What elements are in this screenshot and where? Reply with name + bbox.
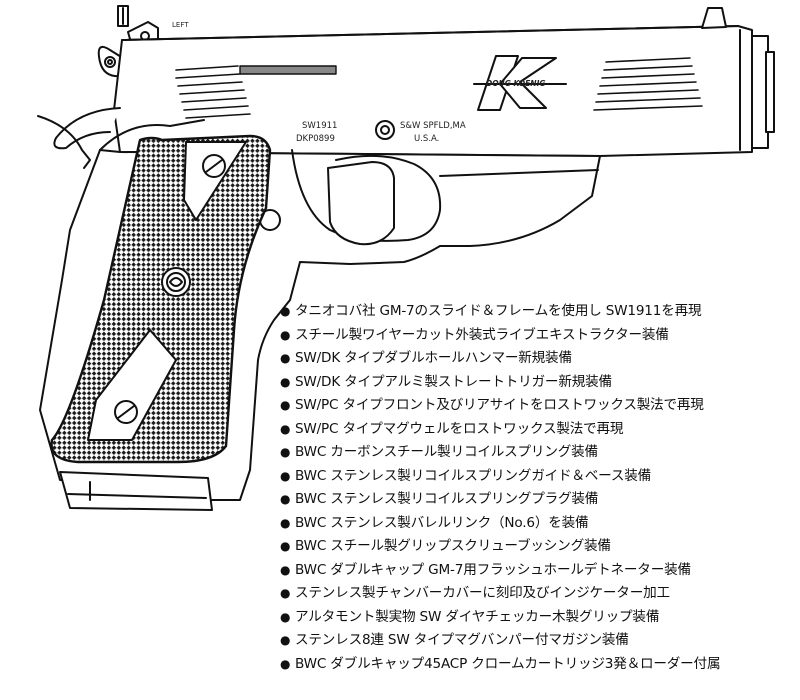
feature-item: ● タニオコバ社 GM-7のスライド＆フレームを使用し SW1911を再現 xyxy=(280,300,795,324)
bullet-icon: ● xyxy=(280,398,291,412)
slide-screw xyxy=(375,120,395,140)
feature-item: ● BWC カーボンスチール製リコイルスプリング装備 xyxy=(280,441,795,465)
feature-item: ● BWC ステンレス製バレルリンク（No.6）を装備 xyxy=(280,512,795,536)
feature-text: BWC スチール製グリップスクリューブッシング装備 xyxy=(295,538,611,554)
feature-text: アルタモント製実物 SW ダイヤチェッカー木製グリップ装備 xyxy=(295,608,660,625)
feature-text: BWC ステンレス製リコイルスプリングガイド＆ベース装備 xyxy=(295,467,652,484)
feature-text: BWC ダブルキャップ GM-7用フラッシュホールデトネーター装備 xyxy=(295,561,691,578)
feature-item: ● BWC ダブルキャップ GM-7用フラッシュホールデトネーター装備 xyxy=(280,559,795,583)
feature-text: スチール製ワイヤーカット外装式ライブエキストラクター装備 xyxy=(295,326,669,343)
safety-marking: LEFT xyxy=(172,21,189,29)
feature-item: ● SW/PC タイプフロント及びリアサイトをロストワックス製法で再現 xyxy=(280,394,795,418)
slide xyxy=(113,7,775,157)
feature-item: ● BWC ステンレス製リコイルスプリングプラグ装備 xyxy=(280,488,795,512)
bullet-icon: ● xyxy=(280,586,291,600)
feature-item: ● SW/DK タイプダブルホールハンマー新規装備 xyxy=(280,347,795,371)
feature-text: SW/PC タイプフロント及びリアサイトをロストワックス製法で再現 xyxy=(295,397,704,413)
magazine-base xyxy=(59,471,213,511)
feature-item: ● スチール製ワイヤーカット外装式ライブエキストラクター装備 xyxy=(280,324,795,348)
bullet-icon: ● xyxy=(280,562,291,577)
grip-safety xyxy=(53,107,121,150)
feature-text: ステンレス製チャンバーカバーに刻印及びインジケーター加工 xyxy=(295,585,670,601)
bullet-icon: ● xyxy=(280,327,291,342)
feature-item: ● ステンレス8連 SW タイプマグバンパー付マガジン装備 xyxy=(280,629,795,653)
grip-screw-top xyxy=(202,154,226,178)
feature-item: ● BWC スチール製グリップスクリューブッシング装備 xyxy=(280,535,795,559)
bullet-icon: ● xyxy=(280,468,291,483)
bullet-icon: ● xyxy=(280,633,291,647)
grip-medallion xyxy=(161,267,191,297)
grip-panel xyxy=(50,134,272,464)
maker-line2: U.S.A. xyxy=(414,134,439,144)
feature-list: ● タニオコバ社 GM-7のスライド＆フレームを使用し SW1911を再現 ● スチー… xyxy=(280,300,795,676)
trigger xyxy=(327,161,395,246)
slide-logo xyxy=(473,55,567,111)
serial-line1: SW1911 xyxy=(302,121,337,131)
feature-text: BWC ダブルキャップ45ACP クロームカートリッジ3発＆ローダー付属 xyxy=(295,655,721,672)
feature-item: ● SW/PC タイプマグウェルをロストワックス製法で再現 xyxy=(280,418,795,442)
feature-item: ● アルタモント製実物 SW ダイヤチェッカー木製グリップ装備 xyxy=(280,606,795,630)
feature-text: SW/DK タイプアルミ製ストレートトリガー新規装備 xyxy=(295,373,612,390)
bullet-icon: ● xyxy=(280,515,291,530)
feature-item: ● BWC ステンレス製リコイルスプリングガイド＆ベース装備 xyxy=(280,465,795,489)
grip-screw-bottom xyxy=(114,400,138,424)
front-serrations xyxy=(593,57,703,111)
bullet-icon: ● xyxy=(280,421,291,436)
feature-text: SW/PC タイプマグウェルをロストワックス製法で再現 xyxy=(295,420,624,437)
feature-text: ステンレス8連 SW タイプマグバンパー付マガジン装備 xyxy=(295,632,629,648)
feature-item: ● BWC ダブルキャップ45ACP クロームカートリッジ3発＆ローダー付属 xyxy=(280,653,795,677)
feature-text: BWC カーボンスチール製リコイルスプリング装備 xyxy=(295,444,598,460)
bullet-icon: ● xyxy=(280,445,291,459)
feature-text: タニオコバ社 GM-7のスライド＆フレームを使用し SW1911を再現 xyxy=(295,303,702,319)
slide-logo-text: DOUG KOENIG xyxy=(486,79,546,88)
bullet-icon: ● xyxy=(280,609,291,624)
feature-item: ● SW/DK タイプアルミ製ストレートトリガー新規装備 xyxy=(280,371,795,395)
feature-item: ● ステンレス製チャンバーカバーに刻印及びインジケーター加工 xyxy=(280,582,795,606)
bullet-icon: ● xyxy=(280,492,291,506)
serial-line2: DKP0899 xyxy=(296,134,335,144)
feature-text: BWC ステンレス製バレルリンク（No.6）を装備 xyxy=(295,514,589,531)
bullet-icon: ● xyxy=(280,656,291,671)
bullet-icon: ● xyxy=(280,351,291,365)
feature-text: BWC ステンレス製リコイルスプリングプラグ装備 xyxy=(295,491,599,507)
bullet-icon: ● xyxy=(280,539,291,553)
feature-text: SW/DK タイプダブルホールハンマー新規装備 xyxy=(295,350,572,366)
rear-serrations xyxy=(175,65,251,119)
maker-line1: S&W SPFLD,MA xyxy=(400,121,466,131)
bullet-icon: ● xyxy=(280,304,291,318)
bullet-icon: ● xyxy=(280,374,291,389)
